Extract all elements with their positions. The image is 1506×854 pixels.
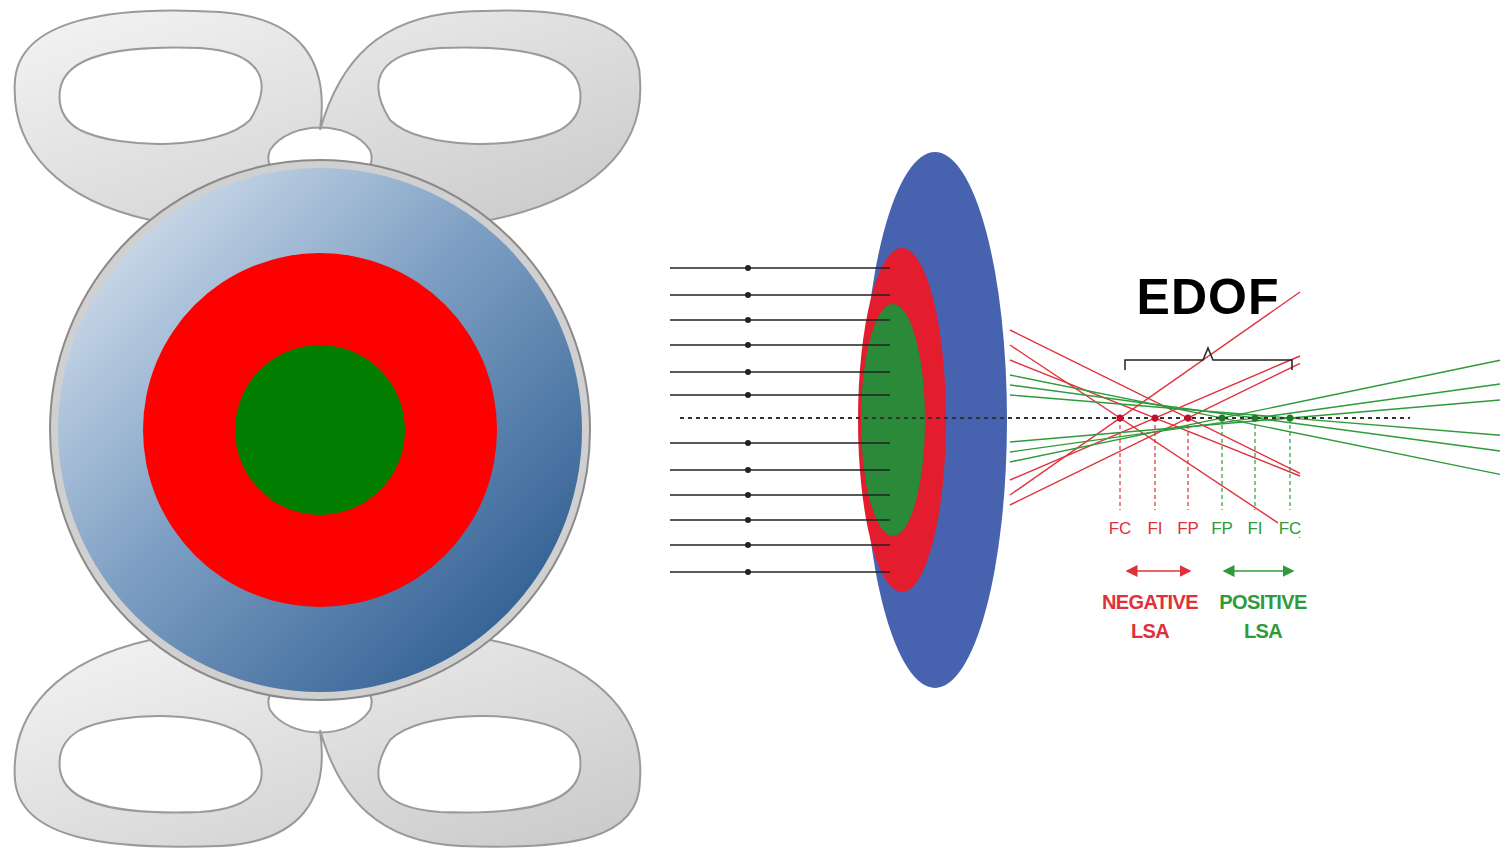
red-ray [1010, 360, 1300, 476]
ray-dot [745, 369, 751, 375]
focal-point [1219, 415, 1226, 422]
focal-drop [1221, 418, 1222, 510]
optic-body [58, 168, 582, 692]
edof-title: EDOF [1137, 272, 1280, 322]
ray-dot [745, 317, 751, 323]
negative-lsa-arrow [1127, 570, 1190, 572]
bracket [1125, 348, 1292, 370]
ray-dot [745, 517, 751, 523]
focal-point [1185, 415, 1192, 422]
focal-point [1117, 415, 1124, 422]
optic [50, 160, 590, 700]
ray-dot [745, 542, 751, 548]
focal-label: FC [1278, 520, 1303, 537]
focal-label: FI [1246, 520, 1263, 537]
focal-drop [1119, 418, 1120, 510]
ray-dot [745, 265, 751, 271]
focal-drop [1254, 418, 1255, 510]
incoming-ray [670, 267, 890, 269]
ray-dot [745, 392, 751, 398]
focal-drop [1187, 418, 1188, 510]
ray-dot [745, 569, 751, 575]
positive-lsa-arrow [1224, 570, 1293, 572]
optical-axis [680, 417, 1410, 419]
focal-label: FP [1176, 520, 1200, 537]
focal-points [1117, 415, 1294, 511]
focal-drop [1289, 418, 1290, 510]
focal-label: FP [1210, 520, 1234, 537]
incoming-ray [670, 544, 890, 546]
incoming-ray [670, 319, 890, 321]
incoming-ray [670, 344, 890, 346]
ray-dot [745, 440, 751, 446]
ray-dot [745, 292, 751, 298]
green-ray [1010, 395, 1500, 435]
lsa-label: NEGATIVE LSA [1098, 588, 1202, 646]
ray-dot [745, 492, 751, 498]
focal-label: FI [1146, 520, 1163, 537]
ray-dot [745, 467, 751, 473]
lsa-label: POSITIVE LSA [1211, 588, 1315, 646]
ray-dot [745, 342, 751, 348]
light-rays [670, 265, 1500, 575]
red-zone [143, 253, 497, 607]
focal-point [1252, 415, 1259, 422]
incoming-ray [670, 442, 890, 444]
lens-green [861, 304, 925, 536]
red-ray [1010, 345, 1300, 537]
haptic [15, 10, 641, 846]
focal-drop [1154, 418, 1155, 510]
focal-point [1287, 415, 1294, 422]
green-ray [1010, 375, 1500, 474]
incoming-ray [670, 394, 890, 396]
incoming-ray [670, 494, 890, 496]
focal-point [1152, 415, 1159, 422]
green-zone [235, 345, 405, 515]
incoming-ray [670, 571, 890, 573]
incoming-ray [670, 519, 890, 521]
lens-red [858, 248, 946, 592]
focal-label: FC [1108, 520, 1133, 537]
red-ray [1010, 330, 1300, 473]
incoming-ray [670, 294, 890, 296]
red-ray [1010, 292, 1300, 495]
incoming-ray [670, 469, 890, 471]
incoming-ray [670, 371, 890, 373]
